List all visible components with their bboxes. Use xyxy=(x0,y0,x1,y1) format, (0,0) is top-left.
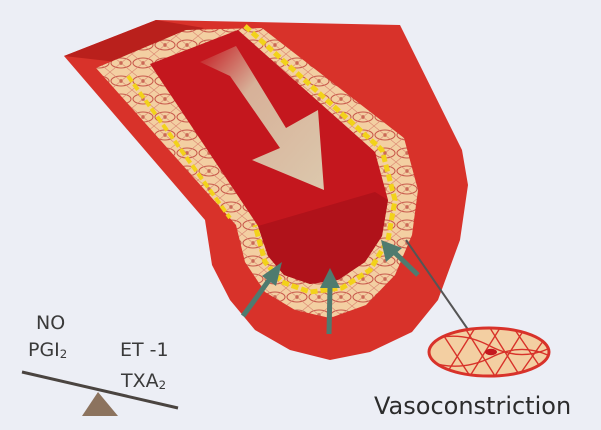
et1-label: ET -1 xyxy=(120,339,169,361)
vasoconstriction-icon xyxy=(429,328,550,376)
txa2-label: TXA2 xyxy=(121,370,166,392)
vasoconstriction-caption: Vasoconstriction xyxy=(374,392,571,420)
no-label: NO xyxy=(36,312,65,334)
pgi2-label: PGI2 xyxy=(28,339,67,361)
fulcrum-icon xyxy=(82,392,118,416)
